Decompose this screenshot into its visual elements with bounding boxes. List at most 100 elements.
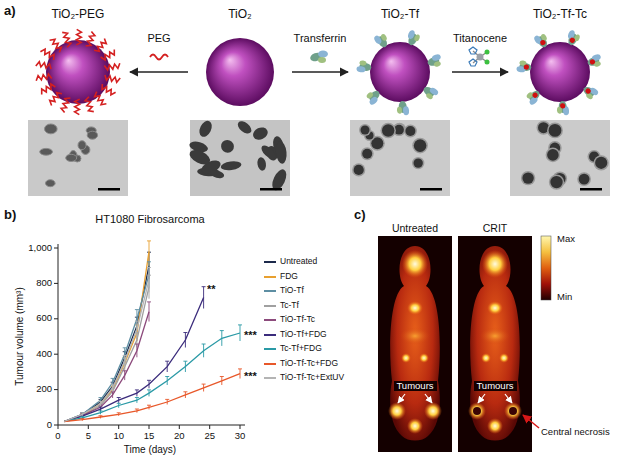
transferrin-protein: [585, 92, 594, 100]
chart-axes: [58, 425, 240, 429]
figure-label: Time (days): [124, 444, 178, 456]
label-slot: c): [354, 208, 367, 223]
titanocene-dot: [569, 37, 576, 44]
figure-label: Tumours: [394, 381, 437, 392]
transferrin-protein: [397, 106, 403, 113]
tem-particle: [550, 176, 562, 188]
pet-image: [470, 246, 520, 441]
label-slot: 200: [36, 384, 53, 395]
peg-chain: [50, 93, 62, 106]
label-slot: 20: [174, 431, 186, 442]
pet-image: [378, 236, 452, 452]
tem-particle: [45, 124, 58, 134]
label-slot: 30: [235, 431, 247, 442]
data-line: [64, 312, 149, 422]
label-slot: b): [4, 208, 18, 223]
transferrin-protein: [516, 60, 532, 74]
transferrin-protein: [581, 83, 600, 101]
peg-chain: [76, 29, 81, 45]
figure-label: c): [354, 208, 367, 223]
transferrin-protein: [425, 92, 434, 100]
label-slot: 25: [204, 431, 216, 442]
figure-label: HT1080 Fibrosarcoma: [95, 213, 206, 226]
figure-label: Max: [557, 234, 576, 245]
transferrin-protein: [364, 87, 383, 106]
transferrin-protein: [405, 29, 421, 47]
peg-chain: [102, 84, 116, 95]
tem-particle: [251, 125, 270, 142]
legend-text: Tc-Tf+FDG: [280, 344, 323, 354]
tem-particle: [521, 171, 535, 185]
transferrin-protein: [433, 61, 441, 68]
data-line: [64, 374, 240, 422]
transferrin-protein: [366, 91, 375, 99]
nanoparticle-node: TiO₂-Tf-Tc: [510, 4, 610, 116]
tio2-sphere: [46, 40, 110, 104]
legend-swatch: [264, 261, 276, 263]
label-slot: **: [207, 283, 217, 296]
pet-image: [424, 402, 442, 420]
transferrin-protein: [396, 100, 409, 115]
legend-text: Untreated: [280, 257, 319, 267]
pet-image: [401, 353, 411, 363]
tem-particle: [46, 180, 56, 187]
legend-text: TiO-Tf-Tc+FDG: [280, 359, 339, 369]
label-slot: ***: [244, 329, 258, 342]
nanoparticle-node: TiO₂-PEG: [28, 4, 128, 116]
data-line: [64, 275, 149, 422]
leader-arrow: [505, 394, 512, 403]
tem-particle: [187, 147, 212, 167]
figure-label: a): [4, 4, 17, 19]
peg-icon: [150, 55, 168, 60]
transferrin-protein: [586, 53, 603, 69]
label-slot: Tumours: [394, 381, 437, 392]
figure-label: 15: [144, 431, 156, 442]
legend-swatch: [264, 348, 276, 350]
label-slot: Central necrosis: [541, 427, 611, 438]
label-slot: 5: [86, 431, 93, 442]
tem-particle: [210, 169, 225, 180]
tem-image: [350, 120, 450, 196]
label-slot: 600: [36, 313, 53, 324]
titanocene-icon: [485, 50, 490, 55]
legend-swatch: [264, 290, 276, 292]
label-slot: TiO-Tf-Tc+FDG: [280, 359, 339, 369]
figure-label: Untreated: [392, 222, 440, 234]
protein-icon: [318, 57, 326, 63]
pet-image: [482, 250, 508, 278]
titanocene-icon: [469, 47, 477, 54]
pet-image: [400, 327, 430, 345]
transferrin-protein: [421, 83, 440, 101]
node-label: TiO₂: [228, 8, 252, 22]
tem-particle: [352, 163, 365, 176]
tem-particle: [412, 138, 428, 154]
figure-label: 10: [113, 431, 125, 442]
pet-image: [407, 301, 423, 315]
legend-swatch: [264, 319, 276, 321]
data-line: [64, 252, 149, 422]
tem-particle: [354, 165, 364, 175]
tem-particle: [220, 160, 242, 171]
titanocene-icon: [469, 47, 490, 66]
tem-particle: [197, 119, 214, 139]
label-slot: Tumours: [474, 381, 517, 392]
legend-swatch: [264, 377, 276, 379]
pet-image: [480, 327, 510, 345]
peg-chain: [75, 99, 80, 115]
figure-label: 600: [36, 313, 53, 324]
transferrin-protein: [403, 106, 410, 115]
figure-label: 200: [36, 384, 53, 395]
peg-chain: [94, 39, 106, 52]
label-slot: 15: [144, 431, 156, 442]
pet-image: [468, 402, 486, 420]
tem-particle: [595, 157, 607, 169]
tem-particle: [414, 158, 423, 167]
data-line: [64, 333, 240, 422]
tem-particle: [522, 172, 533, 183]
leader-arrow: [523, 415, 539, 428]
figure-label: 0: [55, 431, 62, 442]
tio2-sphere: [206, 38, 274, 106]
figure-label: Tumour volume (mm³): [14, 286, 26, 386]
arrow-label: Titanocene: [451, 32, 511, 45]
